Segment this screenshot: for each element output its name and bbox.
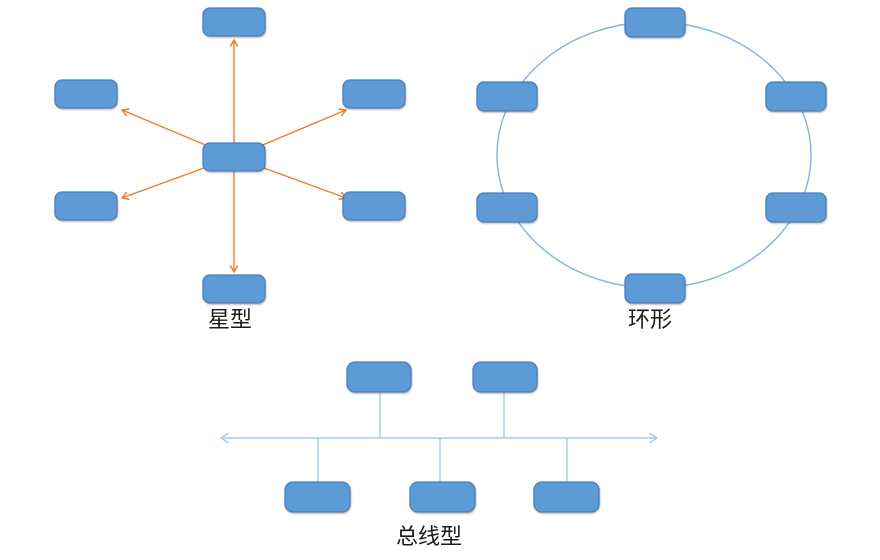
ring-node-top [624,7,686,38]
ring-label: 环形 [628,307,672,332]
star-node-upper-right [342,79,406,109]
bus-right-arrowhead-icon [649,432,658,444]
star-node-lower-left [54,191,118,221]
bus-node-top-2 [472,361,538,393]
bus-left-arrowhead-icon [220,432,229,444]
ring-circle [496,21,812,289]
star-node-upper-left [54,79,118,109]
bus-node-bottom-2 [409,481,476,513]
ring-node-upper-right [765,81,827,112]
star-node-bottom [202,274,266,304]
bus-node-top-1 [346,361,412,393]
bus-node-bottom-3 [533,481,600,513]
star-hub-node [202,142,266,172]
ring-node-lower-left [476,192,538,223]
ring-node-lower-right [765,192,827,223]
bus-label: 总线型 [396,524,462,549]
ring-node-upper-left [476,81,538,112]
bus-node-bottom-1 [284,481,351,513]
star-node-top [202,7,266,37]
star-node-lower-right [342,191,406,221]
star-topology-group: 星型 [54,7,406,332]
star-label: 星型 [208,307,252,332]
bus-topology-group: 总线型 [220,361,658,549]
ring-node-bottom [624,273,686,304]
ring-topology-group: 环形 [476,7,827,332]
